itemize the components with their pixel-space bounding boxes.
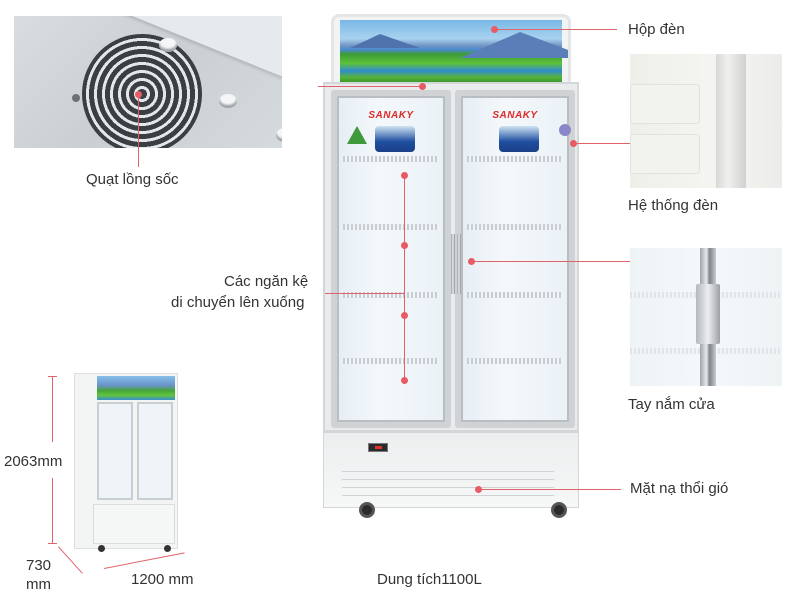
callout-line-light-box <box>495 29 617 30</box>
door-handle-left <box>451 234 455 294</box>
callout-line-light-system <box>574 143 634 144</box>
mini-left-door <box>97 402 133 500</box>
vent-slat <box>342 487 554 488</box>
shelf <box>467 292 563 298</box>
label-light-system: Hệ thống đèn <box>628 197 719 214</box>
shelf <box>343 358 439 364</box>
mini-fridge-body <box>74 373 178 549</box>
height-dimension-tick <box>48 543 57 544</box>
shelf <box>343 156 439 162</box>
screw-icon <box>72 94 80 102</box>
caster-wheel-icon <box>551 502 567 518</box>
callout-line-shelves <box>325 293 405 294</box>
door-handle-right <box>457 234 461 294</box>
brand-logo: SANAKY <box>492 110 538 121</box>
height-dimension-tick <box>48 376 57 377</box>
handle-grip <box>696 284 720 344</box>
vent-slat <box>342 495 554 496</box>
callout-line-air-vent <box>479 489 621 490</box>
light-system-thumbnail <box>630 54 782 188</box>
label-air-vent: Mặt nạ thổi gió <box>630 480 729 497</box>
callout-dot-light-system <box>570 140 577 147</box>
left-door: SANAKY <box>331 90 451 428</box>
fan-grill-icon <box>72 24 212 148</box>
height-dimension-label: 2063mm <box>4 453 63 470</box>
base-vent-panel <box>323 432 579 508</box>
mountain-shape <box>460 32 568 58</box>
caster-wheel-icon <box>98 545 105 552</box>
panel-knob <box>219 94 237 108</box>
height-dimension-line <box>52 376 53 442</box>
shelf <box>467 358 563 364</box>
temperature-display <box>368 443 388 452</box>
inverter-sticker <box>375 126 415 152</box>
callout-line-fan-location <box>318 86 424 87</box>
label-fan: Quạt lồng sốc <box>86 171 179 188</box>
callout-line-fan <box>138 95 139 167</box>
inverter-sticker <box>499 126 539 152</box>
callout-dot-light-box <box>491 26 498 33</box>
callout-line-door-handle <box>472 261 630 262</box>
caster-wheel-icon <box>359 502 375 518</box>
light-box <box>331 14 571 86</box>
depth-dimension-unit: mm <box>26 576 51 593</box>
label-door-handle: Tay nắm cửa <box>628 396 715 413</box>
label-shelves-line1: Các ngăn kệ <box>224 273 309 290</box>
shelf-edge <box>630 84 700 124</box>
dimension-fridge-image <box>74 373 178 553</box>
mountain-shape <box>350 34 420 48</box>
shelf <box>467 156 563 162</box>
callout-dot-shelf <box>401 377 408 384</box>
door-handle-thumbnail <box>630 248 782 386</box>
vent-slat <box>342 479 554 480</box>
label-shelves-line2: di chuyển lên xuống <box>171 294 305 311</box>
label-light-box: Hộp đèn <box>628 21 685 38</box>
width-dimension-line <box>103 552 185 569</box>
callout-dot-fan-location <box>419 83 426 90</box>
height-dimension-line <box>52 478 53 544</box>
main-fridge-image: SANAKY SANAKY <box>323 14 579 524</box>
award-medal-icon <box>559 124 571 136</box>
fan-thumbnail <box>14 16 282 148</box>
landscape-graphic <box>340 20 568 82</box>
caster-wheel-icon <box>164 545 171 552</box>
shelf-edge <box>630 134 700 174</box>
mini-base <box>93 504 175 544</box>
brand-logo: SANAKY <box>368 110 414 121</box>
capacity-label: Dung tích1100L <box>377 571 482 588</box>
shelf <box>467 224 563 230</box>
callout-dot-fan <box>135 91 142 98</box>
mini-right-door <box>137 402 173 500</box>
lamp-tube-icon <box>716 54 746 188</box>
panel-knob <box>276 128 282 142</box>
cabinet: SANAKY SANAKY <box>323 82 579 432</box>
mini-landscape-graphic <box>97 376 175 400</box>
callout-dot-shelf <box>401 312 408 319</box>
depth-dimension-label: 730 <box>26 557 52 574</box>
shelf <box>343 292 439 298</box>
callout-dot-air-vent <box>475 486 482 493</box>
callout-dot-shelf <box>401 242 408 249</box>
callout-dot-shelf <box>401 172 408 179</box>
vent-slat <box>342 471 554 472</box>
callout-dot-door-handle <box>468 258 475 265</box>
energy-badge-icon <box>347 126 367 144</box>
panel-knob <box>159 38 177 52</box>
shelf <box>343 224 439 230</box>
callout-line-shelves-vertical <box>404 174 405 380</box>
width-dimension-label: 1200 mm <box>131 571 194 588</box>
